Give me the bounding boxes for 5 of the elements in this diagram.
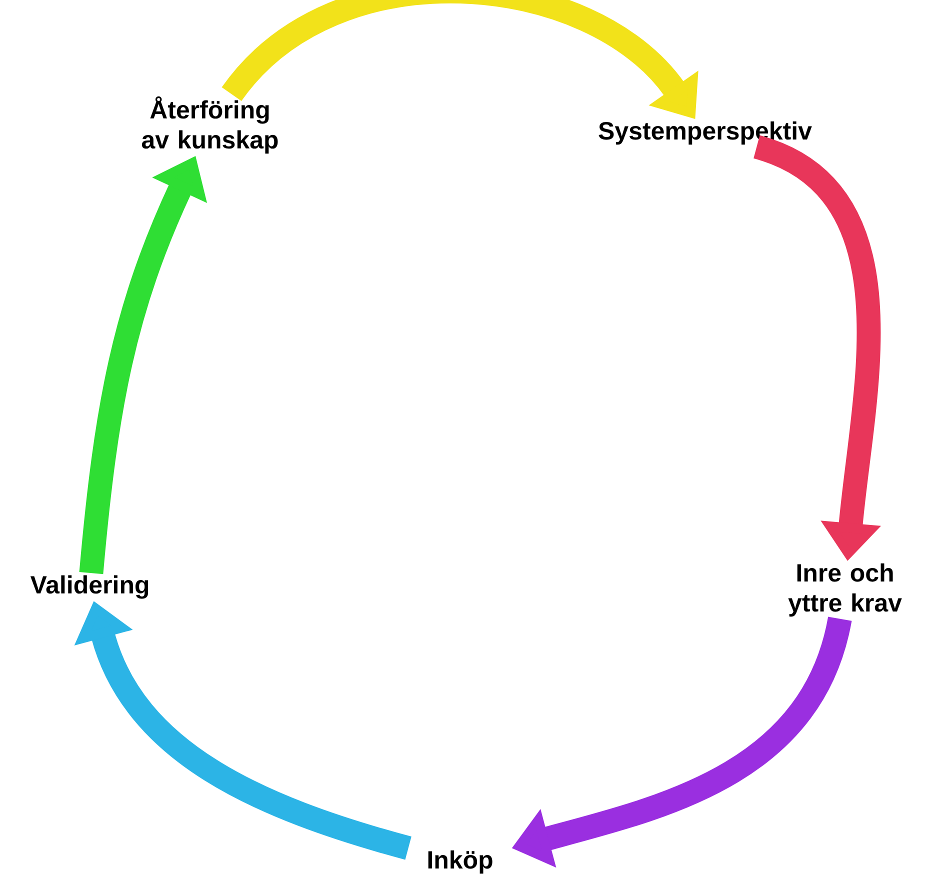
step-label: Validering — [30, 575, 148, 599]
step-label: Inköp — [428, 850, 492, 874]
step-label: Inre och yttre krav — [788, 563, 902, 617]
step-label: Återföring av kunskap — [142, 96, 278, 154]
step-label: Systemperspektiv — [598, 121, 812, 145]
